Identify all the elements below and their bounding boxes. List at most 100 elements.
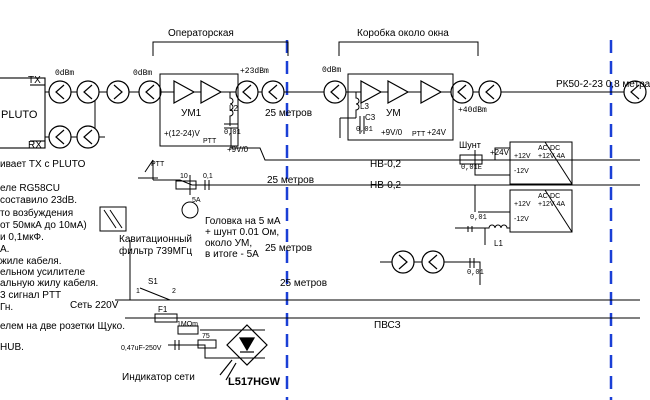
note-14: HUB. xyxy=(0,342,24,353)
plus24v-label-a: +24V xyxy=(427,128,446,137)
switch-s1-label: S1 xyxy=(148,277,158,286)
level-2: 0dBm xyxy=(133,69,153,78)
note-1: ивает TX с PLUTO xyxy=(0,159,86,170)
coupler-11 xyxy=(478,80,502,104)
cap-001-d: 0,01 xyxy=(467,269,484,277)
note-2: еле RG58CU xyxy=(0,183,60,194)
cap-001-b: 0,01 xyxy=(356,126,373,134)
psu-1-out: +12V 4A xyxy=(538,153,566,160)
cable-25m-d: 25 метров xyxy=(280,278,328,289)
plus9v-label-a: +9V/0 xyxy=(227,145,249,154)
cap-001-a: 0,01 xyxy=(224,129,241,137)
cable-25m-b: 25 метров xyxy=(267,175,315,186)
inductor-l3 xyxy=(355,92,360,118)
meter-head xyxy=(181,201,199,219)
note-9: ельном усилителе xyxy=(0,267,85,278)
ptt-label-b: PTT xyxy=(412,131,426,138)
level-3: +23dBm xyxy=(240,67,269,76)
head-line-3: около УМ, xyxy=(205,238,253,249)
cap-047-label: 0,47uF-250V xyxy=(121,345,162,352)
coupler-3 xyxy=(48,125,72,149)
pluto-block xyxy=(0,77,46,149)
cap-01-label: 0,1 xyxy=(203,173,213,180)
amp-3 xyxy=(360,80,382,104)
cap-c3-label: C3 xyxy=(365,113,376,122)
inductor-l1-label: L1 xyxy=(494,239,503,248)
section-title-window-box: Коробка около окна xyxy=(357,28,449,39)
resistor-1mom-label: 1MOm xyxy=(177,321,198,328)
note-12: Гн. xyxy=(0,302,14,313)
um-module xyxy=(347,73,454,141)
coupler-1 xyxy=(48,80,72,104)
led-label: L517HGW xyxy=(228,376,280,388)
fuse-f1 xyxy=(154,313,178,323)
filter-label-text: Кавитационный фильтр 739МГц xyxy=(119,234,193,257)
psu-1-title: AC-DC xyxy=(538,145,561,152)
note-8: жиле кабеля. xyxy=(0,256,62,267)
amp-2 xyxy=(200,80,222,104)
window-box-bracket xyxy=(338,41,479,56)
shunt-resistor xyxy=(459,154,483,165)
ptt-label-a: PTT xyxy=(203,138,217,145)
psu-1-p12: +12V xyxy=(514,153,531,160)
note-4: то возбуждения xyxy=(0,208,74,219)
head-line-1: Головка на 5 мА xyxy=(205,216,281,227)
plus24v-label-b: +24V xyxy=(490,148,509,157)
mains-label: Сеть 220V xyxy=(70,300,119,311)
pluto-tx-label: TX xyxy=(28,75,41,86)
switch-s1-pin1: 1 xyxy=(136,288,140,295)
indicator-label: Индикатор сети xyxy=(122,372,195,383)
coupler-10 xyxy=(450,80,474,104)
operator-room-bracket xyxy=(152,41,289,56)
cable-25m-a: 25 метров xyxy=(265,108,313,119)
note-13: елем на две розетки Щуко. xyxy=(0,321,125,332)
level-1: 0dBm xyxy=(55,69,75,78)
note-10: альную жилу кабеля. xyxy=(0,278,99,289)
amp-1 xyxy=(173,80,195,104)
inductor-l2 xyxy=(229,92,234,126)
note-7: А. xyxy=(0,244,10,255)
amp-5 xyxy=(420,80,442,104)
note-5: от 50мкА до 10мА) xyxy=(0,220,87,231)
pluto-rx-label: RX xyxy=(28,140,42,151)
amp-um-label: УМ xyxy=(386,108,401,119)
resistor-75-label: 75 xyxy=(202,333,210,340)
fuse-5a-label: 5A xyxy=(192,197,201,204)
switch-s1-pin2: 2 xyxy=(172,288,176,295)
ptt-switch xyxy=(138,159,158,179)
coupler-14 xyxy=(421,250,445,274)
psu-2-out: +12V 4A xyxy=(538,201,566,208)
led-indicator xyxy=(219,324,268,381)
um1-module xyxy=(159,73,239,147)
cable-rk50: РК50-2-23 0,8 метра xyxy=(556,79,650,90)
amp-um1-label: УМ1 xyxy=(181,108,202,119)
dc-wiring xyxy=(115,147,640,359)
note-6: и 0,1мкФ. xyxy=(0,232,44,243)
level-4: 0dBm xyxy=(322,66,342,75)
cable-nv-2: НВ-0,2 xyxy=(370,180,402,191)
psu-1-box xyxy=(509,141,573,185)
inductor-l2-label: L2 xyxy=(229,104,238,113)
coupler-6 xyxy=(138,80,162,104)
cable-nv-1: НВ-0,2 xyxy=(370,159,402,170)
coupler-8 xyxy=(261,80,285,104)
coupler-13 xyxy=(391,250,415,274)
head-line-4: в итоге - 5А xyxy=(205,249,259,260)
cable-25m-c: 25 метров xyxy=(265,243,313,254)
amp-4 xyxy=(387,80,409,104)
resistor-10 xyxy=(175,180,197,190)
pluto-label: PLUTO xyxy=(1,109,38,121)
resistor-10-label: 10 xyxy=(180,173,188,180)
shunt-label: Шунт xyxy=(459,140,481,150)
plus9v-label-b: +9V/0 xyxy=(381,128,403,137)
cavity-filter xyxy=(99,206,127,232)
psu-2-m12: -12V xyxy=(514,216,529,223)
pluto-box xyxy=(0,77,46,149)
section-brackets xyxy=(152,41,479,56)
head-line-2: + шунт 0.01 Ом, xyxy=(205,227,280,238)
inductor-l3-label: L3 xyxy=(360,102,369,111)
psu-2-box xyxy=(509,189,573,233)
inductor-l1 xyxy=(485,224,510,229)
filter-label: Кавитационный фильтр 739МГц xyxy=(119,234,199,257)
